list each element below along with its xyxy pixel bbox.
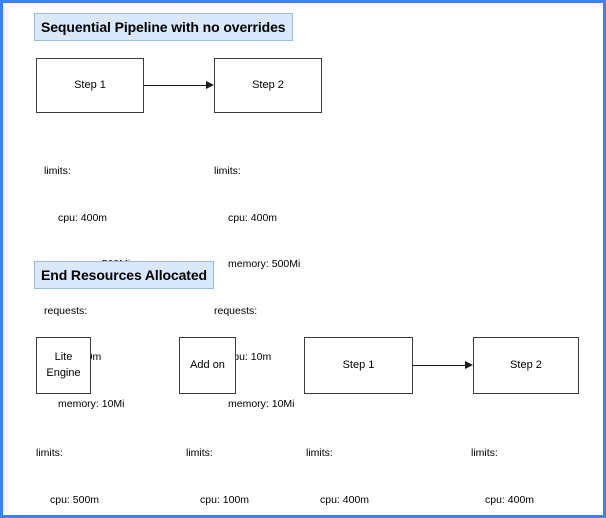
node-label: Step 1 xyxy=(342,358,375,371)
section-title-end-resources-allocated: End Resources Allocated xyxy=(34,261,214,289)
spec-add-on: limits: cpu: 100m memory: 100Mi requests… xyxy=(186,415,272,515)
spec-step-2-bottom: limits: cpu: 400m memory: 500Mi requests… xyxy=(471,415,557,515)
spec-limits-cpu: cpu: 400m xyxy=(320,493,370,506)
node-step-1-bottom[interactable]: Step 1 xyxy=(304,337,413,394)
spec-requests-label: requests: xyxy=(214,304,258,317)
spec-lite-engine: limits: cpu: 500m memory: 600Mi requests… xyxy=(36,415,122,515)
spec-limits-label: limits: xyxy=(214,165,241,178)
edge-step1-to-step2-top xyxy=(144,85,206,86)
spec-requests-label: requests: xyxy=(44,304,88,317)
node-lite-engine[interactable]: Lite Engine xyxy=(36,337,91,394)
spec-step-2-top: limits: cpu: 400m memory: 500Mi requests… xyxy=(214,133,300,444)
node-step-2-bottom[interactable]: Step 2 xyxy=(473,337,579,394)
node-step-1-top[interactable]: Step 1 xyxy=(36,58,144,113)
spec-limits-cpu: cpu: 400m xyxy=(485,493,535,506)
arrowhead-icon xyxy=(206,81,214,89)
arrowhead-icon xyxy=(465,361,473,369)
node-label-line-2: Engine xyxy=(46,366,81,379)
edge-step1-to-step2-bottom xyxy=(413,365,465,366)
spec-limits-cpu: cpu: 400m xyxy=(228,211,278,224)
node-add-on[interactable]: Add on xyxy=(179,337,236,394)
spec-step-1-bottom: limits: cpu: 400m memory: 500Mi requests… xyxy=(306,415,392,515)
spec-limits-label: limits: xyxy=(306,447,333,460)
spec-limits-cpu: cpu: 400m xyxy=(58,211,108,224)
spec-limits-label: limits: xyxy=(471,447,498,460)
spec-limits-cpu: cpu: 100m xyxy=(200,493,250,506)
spec-limits-cpu: cpu: 500m xyxy=(50,493,100,506)
node-label-line-1: Lite xyxy=(54,350,73,363)
node-label: Step 1 xyxy=(74,78,106,91)
spec-limits-label: limits: xyxy=(44,165,71,178)
spec-requests-memory: memory: 10Mi xyxy=(228,398,295,411)
node-label: Add on xyxy=(190,358,225,371)
node-label: Step 2 xyxy=(252,78,284,91)
node-label: Step 2 xyxy=(510,358,542,371)
node-step-2-top[interactable]: Step 2 xyxy=(214,58,322,113)
spec-limits-memory: memory: 500Mi xyxy=(228,258,301,271)
spec-limits-label: limits: xyxy=(186,447,213,460)
section-title-sequential-pipeline: Sequential Pipeline with no overrides xyxy=(34,13,293,41)
spec-requests-memory: memory: 10Mi xyxy=(58,398,125,411)
spec-limits-label: limits: xyxy=(36,447,63,460)
